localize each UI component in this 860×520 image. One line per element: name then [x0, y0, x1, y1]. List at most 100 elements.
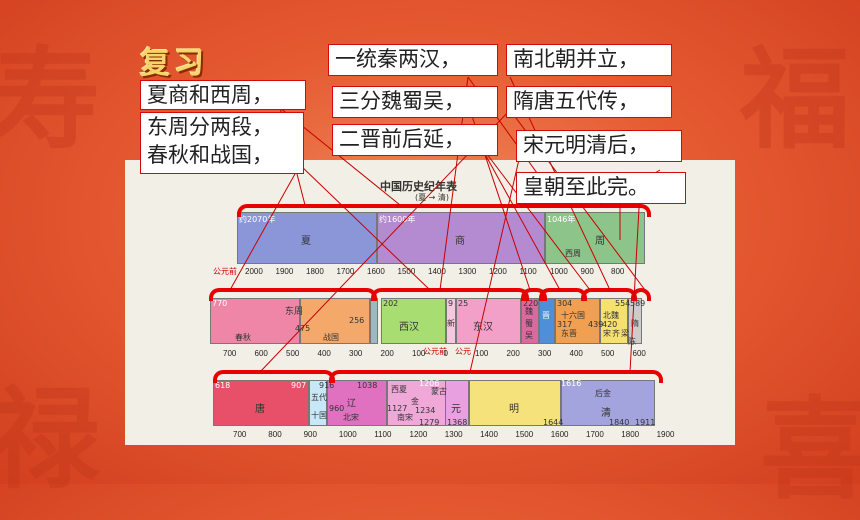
label-wei: 魏 — [525, 307, 533, 316]
rhyme-box-line4: 三分魏蜀吴， — [332, 86, 498, 118]
label-1279: 1279 — [419, 418, 440, 427]
label-liao: 辽 — [347, 399, 357, 409]
label-jin: 晋 — [542, 311, 550, 320]
label-420: 420 — [602, 320, 618, 329]
label-589: 589 — [630, 299, 646, 308]
label-220: 220 — [523, 299, 539, 308]
axis-tick: 600 — [254, 349, 268, 358]
bar-xia — [237, 212, 377, 264]
label-960: 960 — [329, 404, 345, 413]
chart-subheading: (夏 → 清) — [415, 193, 450, 202]
label-sui: 隋 — [631, 319, 639, 328]
label-xia: 夏 — [301, 236, 311, 247]
bar-liao-beisong — [327, 380, 387, 426]
rhyme-box-line8: 宋元明清后， — [516, 130, 682, 162]
label-shiguo: 十国 — [311, 411, 327, 420]
axis-tick: 1200 — [489, 267, 507, 276]
bracket-row1 — [237, 204, 651, 217]
label-nansong: 南宋 — [397, 413, 413, 422]
axis-tick: 1100 — [519, 267, 537, 276]
bar-donghan — [456, 298, 521, 344]
label-jin: 金 — [411, 397, 419, 406]
axis-tick: 1600 — [550, 430, 569, 439]
axis-tick: 400 — [317, 349, 331, 358]
label-1234: 1234 — [415, 406, 436, 415]
axis-tick: 600 — [632, 349, 646, 358]
bar-xin — [446, 298, 456, 344]
label-liang: 梁 — [621, 329, 629, 338]
label-wu: 吴 — [525, 331, 533, 340]
label-1840: 1840 — [609, 418, 630, 427]
decor-seal-top-right: 福 — [740, 35, 850, 164]
label-439: 439 — [588, 320, 604, 329]
axis-tick: 800 — [268, 430, 282, 439]
axis-tick: 100 — [412, 349, 426, 358]
axis-tick: 1100 — [374, 430, 392, 439]
axis-tick: 1800 — [621, 430, 640, 439]
label-tang: 唐 — [255, 404, 265, 415]
label-shu: 蜀 — [525, 319, 533, 328]
label-era-bc-row1: 公元前 — [213, 267, 237, 276]
label-dongzhou: 东周 — [285, 307, 304, 317]
axis-tick: 500 — [601, 349, 615, 358]
axis-tick: 1300 — [444, 430, 463, 439]
label-618: 618 — [215, 381, 231, 390]
label-shang-start: 约1600年 — [379, 215, 416, 224]
rhyme-line2b: 春秋和战国， — [147, 143, 273, 167]
label-song: 宋 — [603, 329, 611, 338]
axis-tick: 1900 — [656, 430, 675, 439]
page-title: 复习 — [140, 46, 208, 81]
axis-tick: 400 — [569, 349, 583, 358]
rhyme-box-line7: 隋唐五代传， — [506, 86, 672, 118]
label-1127: 1127 — [387, 404, 408, 413]
bar-zhanguo — [300, 298, 370, 344]
axis-tick: 0 — [443, 349, 448, 358]
bar-shiliuguo — [555, 298, 600, 344]
axis-tick: 900 — [580, 267, 594, 276]
axis-tick: 1900 — [275, 267, 294, 276]
axis-tick: 1300 — [458, 267, 477, 276]
axis-tick: 300 — [538, 349, 552, 358]
axis-tick: 200 — [380, 349, 394, 358]
label-1206: 1206 — [419, 379, 440, 388]
bar-chunqiu — [210, 298, 300, 344]
label-1368: 1368 — [447, 418, 468, 427]
label-shang: 商 — [455, 236, 465, 247]
label-qi: 齐 — [612, 329, 620, 338]
bar-zhou — [545, 212, 645, 264]
bar-qing — [561, 380, 655, 426]
label-qing: 清 — [601, 408, 611, 419]
bar-tang — [213, 380, 309, 426]
label-houjin: 后金 — [595, 389, 611, 398]
bracket-sui — [631, 288, 651, 301]
label-zhou: 周 — [595, 236, 605, 247]
axis-tick: 1400 — [428, 267, 446, 276]
axis-tick: 1700 — [586, 430, 604, 439]
axis-tick: 500 — [286, 349, 300, 358]
axis-tick: 1400 — [480, 430, 498, 439]
bar-wudai-shiguo — [309, 380, 327, 426]
chart-heading: 中国历史纪年表 — [380, 180, 457, 193]
rhyme-box-line5: 二晋前后延， — [332, 124, 498, 156]
label-era-ad-row2: 公元 — [455, 347, 471, 356]
bracket-songmingqing — [329, 370, 663, 383]
label-202: 202 — [383, 299, 399, 308]
rhyme-box-line2: 东周分两段， 春秋和战国， — [140, 112, 304, 174]
rhyme-box-line1: 夏商和西周， — [140, 80, 306, 110]
axis-tick: 1800 — [306, 267, 324, 276]
label-donghan: 东汉 — [473, 322, 493, 333]
label-ming: 明 — [509, 404, 519, 415]
label-907: 907 — [291, 381, 307, 390]
axis-tick: 700 — [223, 349, 237, 358]
label-xin: 新 — [447, 319, 455, 328]
label-25: 25 — [458, 299, 469, 308]
label-xixia: 西夏 — [391, 385, 407, 394]
axis-tick: 900 — [303, 430, 317, 439]
axis-tick: 1600 — [367, 267, 385, 276]
bar-xihan — [381, 298, 446, 344]
axis-tick: 1500 — [515, 430, 534, 439]
label-wudai: 五代 — [311, 393, 327, 402]
label-mengu: 蒙古 — [431, 387, 447, 396]
axis-tick: 2000 — [245, 267, 263, 276]
axis-tick: 1000 — [550, 267, 568, 276]
